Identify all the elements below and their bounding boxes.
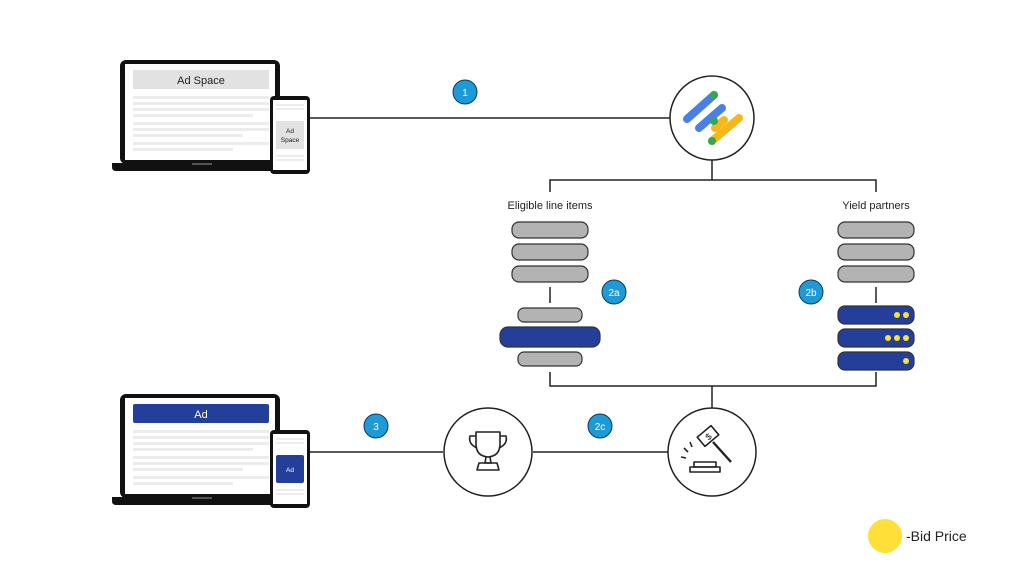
yield-partners-stack xyxy=(837,221,915,371)
placeholder-text-lines xyxy=(133,96,269,151)
eligible-line-items-heading: Eligible line items xyxy=(508,200,593,212)
ad-banner xyxy=(133,404,269,423)
bid-price-dot xyxy=(903,358,909,364)
top-laptop: Ad Space xyxy=(112,60,288,171)
top-phone: Ad Space xyxy=(270,96,310,174)
trophy-icon xyxy=(468,431,508,471)
ad-space-label: Ad Space xyxy=(177,75,225,87)
bid-price-legend-label: -Bid Price xyxy=(906,528,967,544)
step-badge-1: 1 xyxy=(452,79,478,105)
step-badge-3-label: 3 xyxy=(373,422,379,433)
gavel-icon: $ xyxy=(680,424,732,473)
google-ad-manager-logo-icon xyxy=(683,91,743,145)
eligible-line-items-stack xyxy=(499,221,601,367)
yield-partner-bid-bar xyxy=(837,328,915,348)
legend: -Bid Price xyxy=(868,519,967,553)
step-badge-2b: 2b xyxy=(798,279,824,305)
yield-partners-heading: Yield partners xyxy=(842,200,910,212)
placeholder-text-lines xyxy=(133,430,269,485)
line-item-bar xyxy=(517,307,583,323)
step-badge-2c-label: 2c xyxy=(595,422,606,433)
bid-price-dot xyxy=(894,335,900,341)
bid-price-dot xyxy=(894,312,900,318)
auction-node: $ xyxy=(667,407,757,497)
connector-lines xyxy=(310,117,877,453)
phone-ad-label-line1: Ad xyxy=(286,128,294,135)
ad-space-banner xyxy=(133,70,269,89)
yield-partner-bid-bar xyxy=(837,351,915,371)
bid-price-dots xyxy=(885,312,909,364)
svg-text:$: $ xyxy=(704,431,714,442)
step-badge-2c: 2c xyxy=(587,413,613,439)
yield-partner-bar xyxy=(837,243,915,261)
bid-price-dot xyxy=(903,312,909,318)
step-badge-2a-label: 2a xyxy=(608,288,620,299)
winning-line-item-bar xyxy=(499,326,601,348)
yield-partner-bid-bar xyxy=(837,305,915,325)
phone-ad-space xyxy=(276,121,304,149)
yield-partner-bar xyxy=(837,221,915,239)
bid-price-dot xyxy=(903,335,909,341)
step-badge-1-label: 1 xyxy=(462,88,468,99)
winner-node xyxy=(443,407,533,497)
phone-ad-label-line2: Space xyxy=(281,137,300,144)
ad-banner-label: Ad xyxy=(194,409,207,421)
phone-ad-label: Ad xyxy=(286,467,294,474)
bottom-phone: Ad xyxy=(270,430,310,508)
line-item-bar xyxy=(511,221,589,239)
line-item-bar xyxy=(517,351,583,367)
step-badge-3: 3 xyxy=(363,413,389,439)
yield-partner-bar xyxy=(837,265,915,283)
bottom-laptop: Ad xyxy=(112,394,288,505)
line-item-bar xyxy=(511,243,589,261)
phone-ad xyxy=(276,455,304,483)
step-badge-2a: 2a xyxy=(601,279,627,305)
bid-price-dot xyxy=(885,335,891,341)
bid-price-legend-dot xyxy=(868,519,902,553)
line-item-bar xyxy=(511,265,589,283)
ad-server-node xyxy=(669,75,755,161)
step-badge-2b-label: 2b xyxy=(805,288,817,299)
